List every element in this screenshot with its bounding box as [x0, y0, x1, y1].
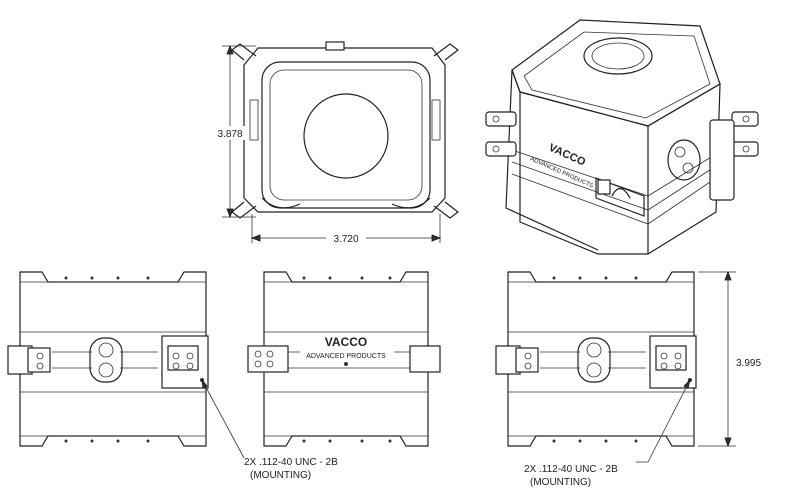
right-callout: 2X .112-40 UNC - 2B (MOUNTING) — [524, 378, 691, 488]
top-width-dimension: 3.720 — [333, 234, 358, 245]
left-callout-line2: (MOUNTING) — [250, 470, 311, 481]
front-view-left — [7, 271, 209, 447]
front-logo-text: VACCO — [325, 335, 367, 349]
right-callout-line2: (MOUNTING) — [530, 477, 591, 488]
front-view-right — [495, 271, 697, 447]
iso-logo-text: VACCO — [547, 142, 588, 169]
side-height-dimension: 3.995 — [736, 358, 761, 369]
top-height-dimension: 3.878 — [217, 129, 242, 140]
front-subtitle-text: ADVANCED PRODUCTS — [306, 353, 386, 360]
right-callout-line1: 2X .112-40 UNC - 2B — [524, 464, 618, 475]
front-view-middle: VACCO ADVANCED PRODUCTS — [247, 271, 441, 447]
top-view — [231, 41, 459, 219]
left-callout: 2X .112-40 UNC - 2B (MOUNTING) — [201, 378, 338, 481]
left-callout-line1: 2X .112-40 UNC - 2B — [244, 457, 338, 468]
top-dimensions: 3.878 3.720 — [214, 44, 442, 245]
side-dimension: 3.995 — [698, 270, 761, 448]
isometric-view: VACCO ADVANCED PRODUCTS — [485, 19, 759, 255]
